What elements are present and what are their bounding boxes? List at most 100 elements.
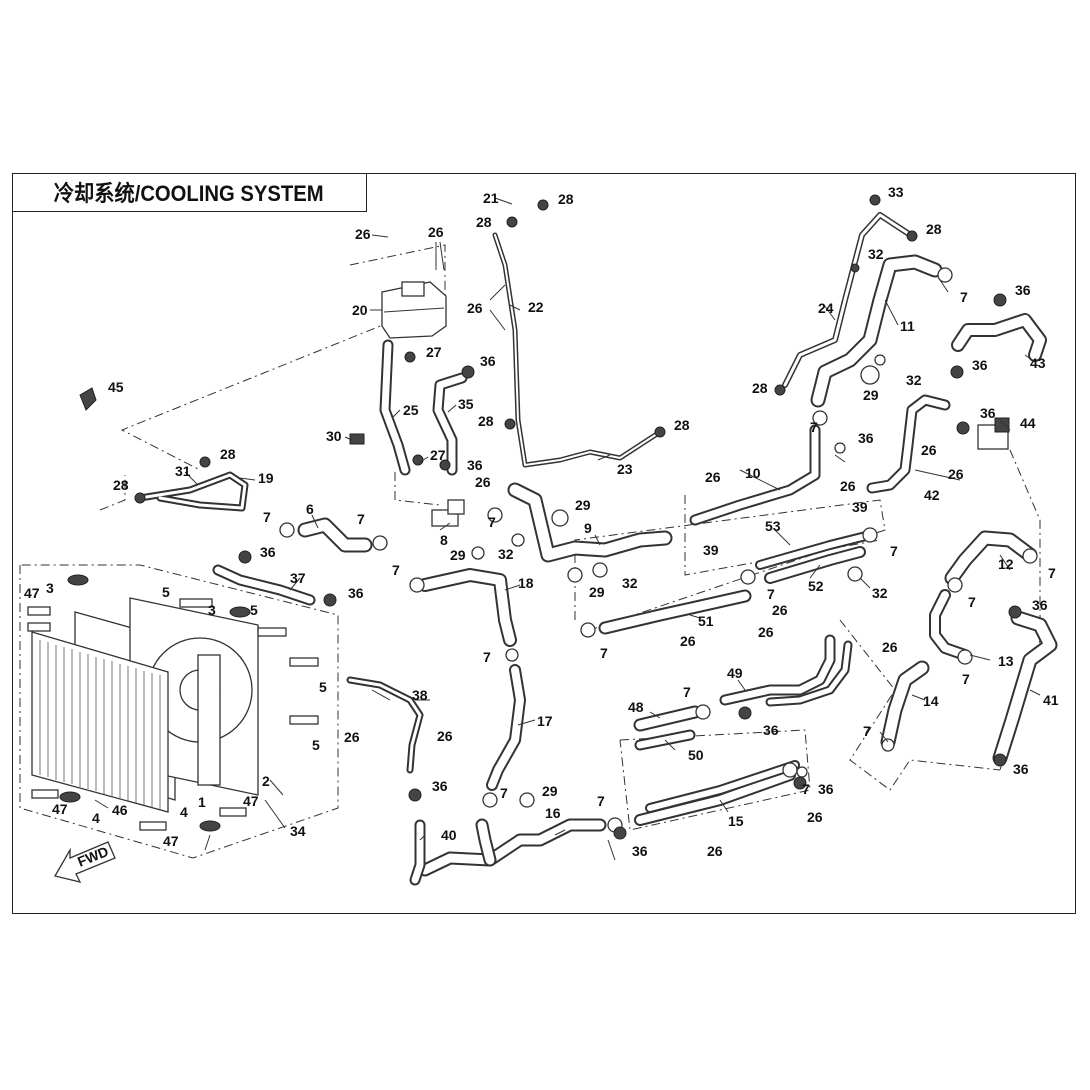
callout-36: 36	[348, 585, 364, 601]
callout-48: 48	[628, 699, 644, 715]
callout-36: 36	[1013, 761, 1029, 777]
callout-29: 29	[863, 387, 879, 403]
callout-7: 7	[802, 781, 810, 797]
callout-41: 41	[1043, 692, 1059, 708]
callout-47: 47	[243, 793, 259, 809]
callout-26: 26	[437, 728, 453, 744]
callout-1: 1	[198, 794, 206, 810]
callout-7: 7	[863, 723, 871, 739]
callout-52: 52	[808, 578, 824, 594]
fwd-arrow-icon: FWD	[54, 841, 116, 883]
leader-lines	[94, 197, 1041, 861]
callout-26: 26	[807, 809, 823, 825]
callout-36: 36	[467, 457, 483, 473]
callout-36: 36	[763, 722, 779, 738]
callout-32: 32	[906, 372, 922, 388]
callout-20: 20	[352, 302, 368, 318]
bolt-strip-icons	[27, 598, 319, 831]
title-box: 冷却系统/COOLING SYSTEM	[12, 173, 367, 212]
callout-2: 2	[262, 773, 270, 789]
callout-32: 32	[868, 246, 884, 262]
callout-47: 47	[163, 833, 179, 849]
callout-15: 15	[728, 813, 744, 829]
callout-26: 26	[772, 602, 788, 618]
callout-7: 7	[767, 586, 775, 602]
callout-29: 29	[542, 783, 558, 799]
callout-37: 37	[290, 570, 306, 586]
callout-49: 49	[727, 665, 743, 681]
callout-8: 8	[440, 532, 448, 548]
callout-25: 25	[403, 402, 419, 418]
callout-12: 12	[998, 556, 1014, 572]
callout-7: 7	[500, 785, 508, 801]
callout-7: 7	[960, 289, 968, 305]
callout-34: 34	[290, 823, 306, 839]
callout-7: 7	[890, 543, 898, 559]
callout-36: 36	[980, 405, 996, 421]
callout-21: 21	[483, 190, 499, 206]
callout-14: 14	[923, 693, 939, 709]
callout-50: 50	[688, 747, 704, 763]
callout-36: 36	[1015, 282, 1031, 298]
callout-7: 7	[392, 562, 400, 578]
callout-32: 32	[622, 575, 638, 591]
callout-30: 30	[326, 428, 342, 444]
callout-32: 32	[872, 585, 888, 601]
callout-36: 36	[858, 430, 874, 446]
callout-29: 29	[450, 547, 466, 563]
callout-26: 26	[758, 624, 774, 640]
callout-26: 26	[344, 729, 360, 745]
callout-45: 45	[108, 379, 124, 395]
callout-13: 13	[998, 653, 1014, 669]
page-title: 冷却系统/COOLING SYSTEM	[54, 181, 324, 206]
callout-36: 36	[260, 544, 276, 560]
callout-24: 24	[818, 300, 834, 316]
callout-7: 7	[597, 793, 605, 809]
callout-7: 7	[1048, 565, 1056, 581]
callout-7: 7	[483, 649, 491, 665]
callout-29: 29	[589, 584, 605, 600]
callout-26: 26	[467, 300, 483, 316]
callout-51: 51	[698, 613, 714, 629]
callout-27: 27	[426, 344, 442, 360]
callout-18: 18	[518, 575, 534, 591]
expansion-tank	[381, 281, 447, 339]
callout-35: 35	[458, 396, 474, 412]
callout-4: 4	[180, 804, 188, 820]
callout-7: 7	[600, 645, 608, 661]
callout-26: 26	[428, 224, 444, 240]
callout-32: 32	[498, 546, 514, 562]
callout-4: 4	[92, 810, 100, 826]
callout-7: 7	[263, 509, 271, 525]
radiator-assembly	[31, 574, 259, 832]
callout-3: 3	[46, 580, 54, 596]
callout-36: 36	[818, 781, 834, 797]
callout-28: 28	[220, 446, 236, 462]
callout-28: 28	[752, 380, 768, 396]
callout-7: 7	[357, 511, 365, 527]
callout-36: 36	[432, 778, 448, 794]
callout-5: 5	[162, 584, 170, 600]
callout-5: 5	[250, 602, 258, 618]
callout-39: 39	[703, 542, 719, 558]
small-parts	[79, 194, 1038, 840]
callout-39: 39	[852, 499, 868, 515]
callout-5: 5	[319, 679, 327, 695]
rigid-pipes	[492, 232, 875, 826]
callout-7: 7	[962, 671, 970, 687]
callout-53: 53	[765, 518, 781, 534]
callout-10: 10	[745, 465, 761, 481]
callout-9: 9	[584, 520, 592, 536]
callout-47: 47	[24, 585, 40, 601]
callout-31: 31	[175, 463, 191, 479]
callout-38: 38	[412, 687, 428, 703]
callout-29: 29	[575, 497, 591, 513]
callout-26: 26	[680, 633, 696, 649]
callout-19: 19	[258, 470, 274, 486]
callout-26: 26	[948, 466, 964, 482]
callout-26: 26	[882, 639, 898, 655]
callout-26: 26	[840, 478, 856, 494]
callout-22: 22	[528, 299, 544, 315]
